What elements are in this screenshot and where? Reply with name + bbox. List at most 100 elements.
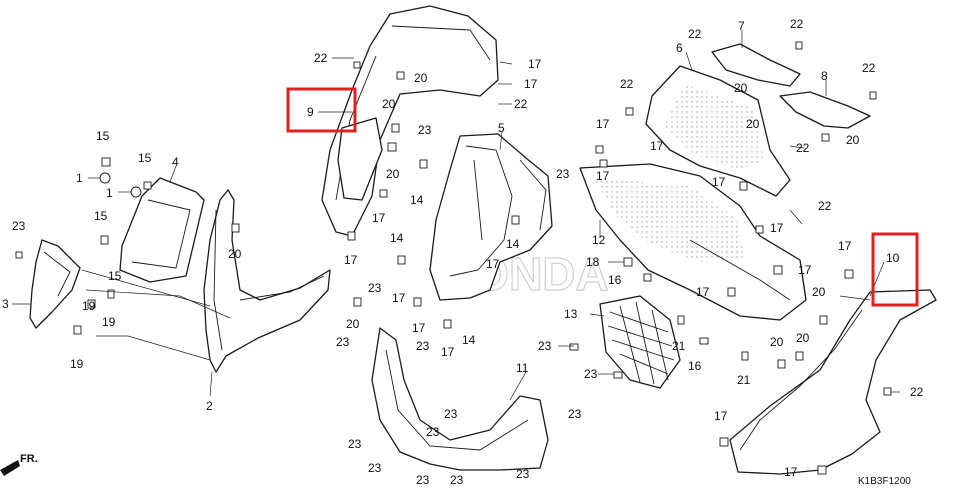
label-17k: 17 bbox=[712, 175, 726, 189]
leader-lines bbox=[12, 30, 900, 401]
label-15a: 15 bbox=[96, 129, 110, 143]
label-22h: 22 bbox=[818, 199, 832, 213]
label-17p: 17 bbox=[714, 409, 728, 423]
label-3: 3 bbox=[2, 297, 9, 311]
part-13-grille bbox=[599, 295, 681, 389]
label-17e: 17 bbox=[441, 345, 455, 359]
label-14a: 14 bbox=[410, 193, 424, 207]
label-17g: 17 bbox=[528, 57, 542, 71]
part-1-cap-right bbox=[130, 186, 142, 198]
part-1-cap-left bbox=[99, 172, 111, 184]
label-23d: 23 bbox=[368, 281, 382, 295]
label-15d: 15 bbox=[108, 269, 122, 283]
label-8: 8 bbox=[821, 69, 828, 83]
label-20c: 20 bbox=[382, 97, 396, 111]
label-17h: 17 bbox=[524, 77, 538, 91]
highlight-box-part-9 bbox=[286, 87, 357, 133]
label-18: 18 bbox=[586, 255, 600, 269]
label-17c: 17 bbox=[392, 291, 406, 305]
label-22f: 22 bbox=[862, 61, 876, 75]
label-23l: 23 bbox=[368, 461, 382, 475]
part-2-front-center-cover bbox=[203, 189, 331, 373]
label-20b: 20 bbox=[414, 71, 428, 85]
label-23n: 23 bbox=[450, 473, 464, 487]
label-14c: 14 bbox=[506, 237, 520, 251]
label-4: 4 bbox=[172, 155, 179, 169]
label-5: 5 bbox=[498, 121, 505, 135]
label-20h: 20 bbox=[846, 133, 860, 147]
label-16b: 16 bbox=[688, 359, 702, 373]
label-23j: 23 bbox=[426, 425, 440, 439]
front-direction-indicator: FR. bbox=[0, 453, 38, 476]
label-10: 10 bbox=[886, 251, 900, 265]
label-11: 11 bbox=[516, 361, 529, 375]
label-22e: 22 bbox=[790, 17, 804, 31]
label-16: 16 bbox=[608, 273, 622, 287]
part-9-upper-inner-fairing bbox=[321, 5, 499, 237]
label-20f: 20 bbox=[734, 81, 748, 95]
part-5-inner-frame bbox=[429, 133, 553, 301]
label-23h: 23 bbox=[584, 367, 598, 381]
label-23g: 23 bbox=[538, 339, 552, 353]
label-23p: 23 bbox=[568, 407, 582, 421]
diagram-code: K1B3F1200 bbox=[858, 476, 911, 487]
label-17a: 17 bbox=[372, 211, 386, 225]
label-20e: 20 bbox=[346, 317, 360, 331]
label-7: 7 bbox=[738, 19, 745, 33]
label-23m: 23 bbox=[416, 473, 430, 487]
label-17n: 17 bbox=[696, 285, 710, 299]
label-19a: 19 bbox=[82, 299, 96, 313]
label-22c: 22 bbox=[620, 77, 634, 91]
label-13: 13 bbox=[564, 307, 578, 321]
fastener-markers bbox=[15, 41, 892, 475]
label-17i: 17 bbox=[596, 117, 610, 131]
label-22i: 22 bbox=[910, 385, 924, 399]
part-10-right-side-cover bbox=[729, 289, 937, 475]
label-22d: 22 bbox=[688, 27, 702, 41]
part-3-left-inner-cover bbox=[29, 239, 81, 329]
label-2: 2 bbox=[206, 399, 213, 413]
label-21a: 21 bbox=[672, 339, 686, 353]
label-6: 6 bbox=[676, 41, 683, 55]
part-12-center-inner-panel bbox=[579, 163, 807, 321]
label-23i: 23 bbox=[444, 407, 458, 421]
label-20k: 20 bbox=[796, 331, 810, 345]
label-23k: 23 bbox=[348, 437, 362, 451]
label-17q: 17 bbox=[784, 465, 798, 479]
label-15b: 15 bbox=[138, 151, 152, 165]
label-23c: 23 bbox=[556, 167, 570, 181]
highlight-box-part-10 bbox=[871, 232, 919, 307]
label-9: 9 bbox=[307, 105, 314, 119]
part-8-side-trim bbox=[779, 91, 871, 129]
label-23a: 23 bbox=[12, 219, 26, 233]
label-19c: 19 bbox=[70, 357, 84, 371]
part-labels: 9 10 1 1 2 3 4 5 6 7 8 11 12 13 14 14 14… bbox=[2, 17, 924, 487]
label-23b: 23 bbox=[418, 123, 432, 137]
label-17l: 17 bbox=[770, 221, 784, 235]
label-23f: 23 bbox=[416, 339, 430, 353]
front-direction-label: FR. bbox=[20, 453, 38, 465]
label-17j: 17 bbox=[650, 139, 664, 153]
label-20g: 20 bbox=[746, 117, 760, 131]
part-7-upper-trim bbox=[711, 43, 801, 87]
label-17o: 17 bbox=[838, 239, 852, 253]
label-15c: 15 bbox=[94, 209, 108, 223]
part-11-lower-front-cover bbox=[371, 327, 549, 471]
label-17b: 17 bbox=[344, 253, 358, 267]
label-22a: 22 bbox=[314, 51, 328, 65]
label-1b: 1 bbox=[106, 186, 113, 200]
label-23o: 23 bbox=[516, 467, 530, 481]
label-21b: 21 bbox=[737, 373, 751, 387]
label-12: 12 bbox=[592, 233, 606, 247]
label-14d: 14 bbox=[462, 333, 476, 347]
label-17d: 17 bbox=[412, 321, 426, 335]
label-1: 1 bbox=[76, 171, 83, 185]
label-19b: 19 bbox=[102, 315, 116, 329]
label-17r: 17 bbox=[596, 169, 610, 183]
part-6-upper-inner-panel bbox=[645, 65, 791, 197]
label-22g: 22 bbox=[796, 141, 810, 155]
label-20i: 20 bbox=[812, 285, 826, 299]
label-17m: 17 bbox=[798, 263, 812, 277]
part-4-inner-panel bbox=[119, 177, 205, 283]
